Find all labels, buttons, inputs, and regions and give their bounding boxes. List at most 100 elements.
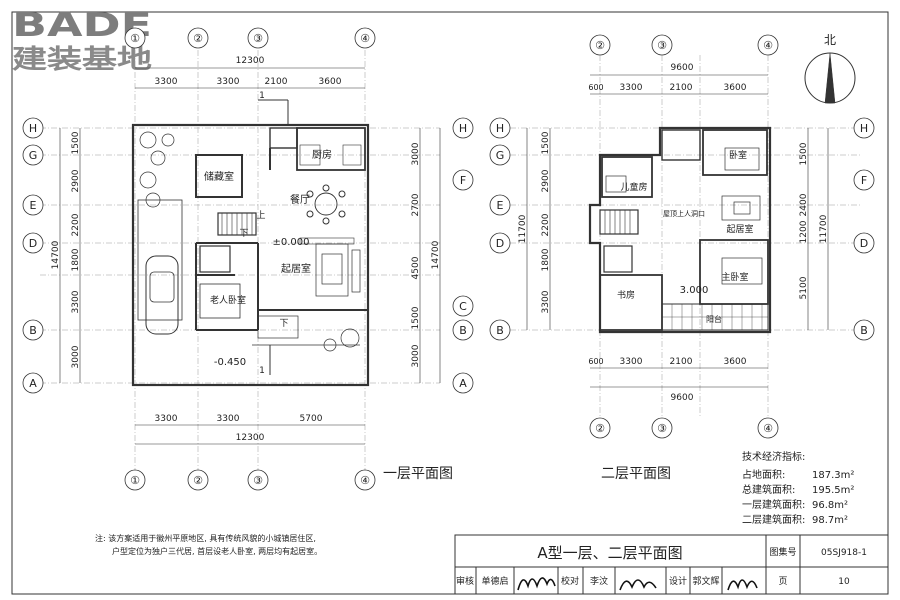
dining-table <box>314 192 338 216</box>
f1-left-dim-4: 1800 <box>71 248 81 271</box>
indicator-value-3: 96.8m² <box>812 500 848 511</box>
f2-right-grid-H: H <box>860 122 868 135</box>
f1-top-dim-3: 2100 <box>265 77 288 87</box>
indicator-label-3: 一层建筑面积: <box>742 498 805 511</box>
f2-left-dim-1: 1500 <box>541 131 551 154</box>
f2-left-grid-D: D <box>496 237 504 250</box>
economic-indicators: 技术经济指标: 占地面积: 187.3m² 总建筑面积: 195.5m² 一层建… <box>742 450 854 526</box>
f1-right-grid-H: H <box>459 122 467 135</box>
checker-signature <box>619 579 657 591</box>
f2-bot-dim-2: 3300 <box>620 357 643 367</box>
logo-cn: 建装基地 <box>12 45 152 75</box>
atlas-label: 图集号 <box>769 546 796 558</box>
f2-left-dim-4: 1800 <box>541 248 551 271</box>
f2-bot-dim-1: 600 <box>588 357 603 366</box>
f2-bot-total: 9600 <box>671 393 694 403</box>
floor1-outer-wall <box>131 123 370 387</box>
room-dining: 餐厅 <box>290 193 310 206</box>
f1-bot-grid-2: ② <box>193 474 203 487</box>
f1-right-dim-3: 4500 <box>411 256 421 279</box>
f1-left-dim-2: 2900 <box>71 169 81 192</box>
f1-bot-grid-1: ① <box>130 474 140 487</box>
f2-right-total: 11700 <box>819 214 829 243</box>
f1-left-total: 14700 <box>51 240 61 269</box>
f1-bot-grid-4: ④ <box>360 474 370 487</box>
note-line-1: 注: 该方案适用于徽州平原地区, 具有传统风貌的小城镇居住区, <box>95 533 316 543</box>
planting <box>139 131 360 352</box>
floor1-inner-walls <box>195 148 368 331</box>
title-block-text: A型一层、二层平面图 图集号 05SJ918-1 审核 单德启 校对 李汶 设计… <box>456 544 867 587</box>
bath-top <box>269 127 298 149</box>
f1-section-bottom: 1 <box>259 366 265 376</box>
sheet-title: A型一层、二层平面图 <box>537 544 682 562</box>
design-note: 注: 该方案适用于徽州平原地区, 具有传统风貌的小城镇居住区, 户型定位为独户三… <box>95 533 322 556</box>
floor2-plan <box>489 34 875 439</box>
f1-level-low: -0.450 <box>214 357 246 368</box>
living-rug <box>315 243 349 297</box>
reviewer-name: 单德启 <box>481 575 508 587</box>
f1-top-dim-2: 3300 <box>217 77 240 87</box>
floor1-stairs <box>217 212 257 236</box>
indicators-heading: 技术经济指标: <box>742 450 805 463</box>
f1-bot-total: 12300 <box>236 433 265 443</box>
floor1-axes <box>40 50 440 470</box>
bath-2f-top <box>661 129 701 161</box>
f1-top-dim-4: 3600 <box>319 77 342 87</box>
f1-left-grid-A: A <box>29 377 37 390</box>
car-icon <box>145 255 179 335</box>
kitchen <box>296 127 366 171</box>
f2-left-grid-B: B <box>496 324 504 337</box>
f2-right-dim-2: 2400 <box>799 193 809 216</box>
f1-left-dim-5: 3300 <box>71 290 81 313</box>
f2-top-dim-2: 3300 <box>620 83 643 93</box>
f1-right-grid-C: C <box>459 300 467 313</box>
child-room <box>601 156 653 198</box>
floor2-labels: 北 ② ③ ④ ② ③ ④ H G E D B H F D B 9600 600… <box>496 33 869 482</box>
f2-top-grid-2: ② <box>595 39 605 52</box>
f1-down-label: 下 <box>239 229 248 239</box>
room-void: 屋顶上人洞口 <box>663 209 705 218</box>
room-child: 儿童房 <box>620 181 647 193</box>
room-upper-living: 起居室 <box>726 223 753 235</box>
f2-left-grid-G: G <box>496 149 505 162</box>
f2-top-dim-1: 600 <box>588 83 603 92</box>
bath-1f <box>199 245 231 273</box>
elder-bed <box>199 283 241 319</box>
f2-top-grid-4: ④ <box>763 39 773 52</box>
f1-up-label: 上 <box>256 210 265 221</box>
design-label: 设计 <box>669 575 687 587</box>
f1-right-dim-5: 3000 <box>411 344 421 367</box>
f2-right-grid-B: B <box>860 324 868 337</box>
north-label: 北 <box>824 33 836 47</box>
entrance <box>257 315 299 339</box>
f1-bot-grid-3: ③ <box>253 474 263 487</box>
floor2-stairs <box>599 209 639 235</box>
note-line-2: 户型定位为独户三代居, 首层设老人卧室, 两层均有起居室。 <box>112 546 322 556</box>
f2-right-grid-F: F <box>861 174 867 187</box>
f2-right-dim-3: 1200 <box>799 220 809 243</box>
f2-left-dim-2: 2900 <box>541 169 551 192</box>
f2-bot-grid-3: ③ <box>657 422 667 435</box>
f1-top-dim-1: 3300 <box>155 77 178 87</box>
floor1-labels: ① ② ③ ④ ① ② ③ ④ H G E D B A H F C B A 12… <box>29 32 468 487</box>
f2-bot-grid-4: ④ <box>763 422 773 435</box>
checker-name: 李汶 <box>590 575 608 587</box>
f2-right-grid-D: D <box>860 237 868 250</box>
f2-left-dim-5: 3300 <box>541 290 551 313</box>
f2-left-grid-H: H <box>496 122 504 135</box>
f1-right-grid-B: B <box>459 324 467 337</box>
indicator-value-1: 187.3m² <box>812 470 854 481</box>
f1-right-grid-F: F <box>460 174 466 187</box>
f1-level: ±0.000 <box>272 237 309 248</box>
signatures <box>517 577 758 591</box>
f1-left-grid-E: E <box>30 199 37 212</box>
study <box>599 274 663 331</box>
f2-top-dim-3: 2100 <box>670 83 693 93</box>
bedroom-2f <box>702 129 768 176</box>
f2-left-grid-E: E <box>497 199 504 212</box>
indicator-value-4: 98.7m² <box>812 515 848 526</box>
f1-top-grid-3: ③ <box>253 32 263 45</box>
bath-2f <box>603 245 633 273</box>
f1-left-dim-6: 3000 <box>71 345 81 368</box>
